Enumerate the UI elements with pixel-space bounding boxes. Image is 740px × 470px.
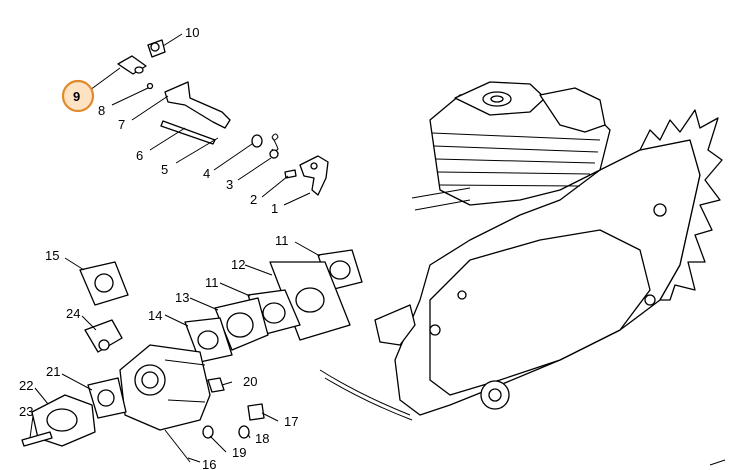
callout-20: 20 — [243, 374, 257, 389]
callout-15: 15 — [45, 248, 59, 263]
engine-block — [319, 81, 726, 466]
callout-5: 5 — [161, 162, 168, 177]
highlight-marker — [61, 79, 95, 113]
callout-19: 19 — [232, 445, 246, 460]
throttle-linkage-parts — [117, 39, 329, 196]
callout-23: 23 — [19, 404, 33, 419]
callout-24: 24 — [66, 306, 80, 321]
callout-2: 2 — [250, 192, 257, 207]
callout-17: 17 — [284, 414, 298, 429]
callout-9: 9 — [73, 89, 80, 104]
callout-21: 21 — [46, 364, 60, 379]
callout-18: 18 — [255, 431, 269, 446]
callout-11-mid: 11 — [205, 275, 219, 290]
callout-22: 22 — [19, 378, 33, 393]
callout-14: 14 — [148, 308, 162, 323]
callout-7: 7 — [118, 117, 125, 132]
callout-13: 13 — [175, 290, 189, 305]
callout-12: 12 — [231, 257, 245, 272]
callout-16: 16 — [202, 457, 216, 470]
callout-labels: 10 9 8 7 6 5 4 3 2 1 11 12 11 15 13 14 2… — [19, 25, 298, 470]
callout-11-top: 11 — [275, 233, 289, 248]
callout-8: 8 — [98, 103, 105, 118]
callout-3: 3 — [226, 177, 233, 192]
callout-4: 4 — [203, 166, 210, 181]
callout-10: 10 — [185, 25, 199, 40]
leader-lines — [29, 33, 321, 463]
callout-1: 1 — [271, 201, 278, 216]
callout-6: 6 — [136, 148, 143, 163]
intake-parts — [21, 249, 363, 463]
